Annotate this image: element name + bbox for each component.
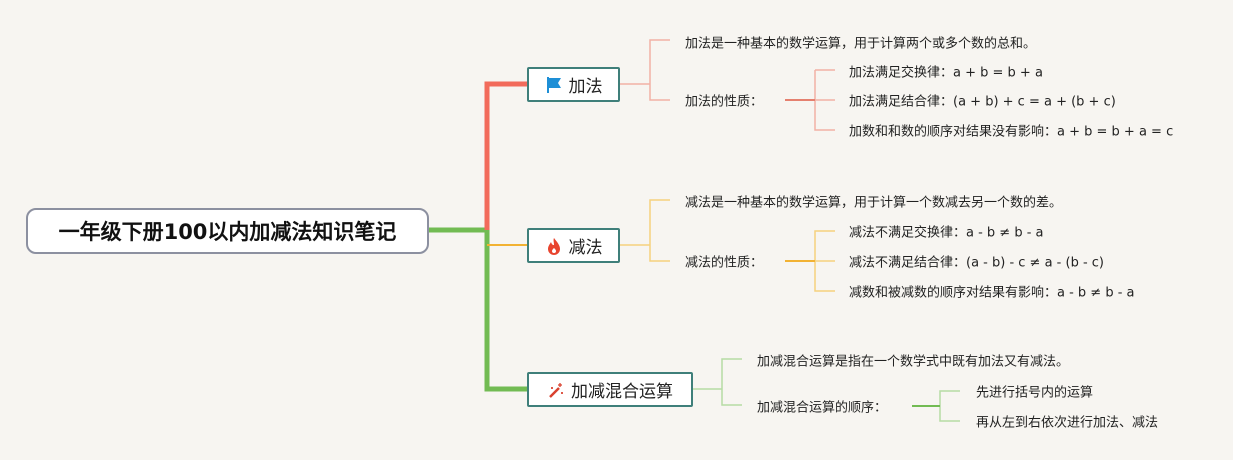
topic-mixed-operations[interactable]: 加减混合运算 [527,372,693,407]
property-item[interactable]: 减法不满足结合律：(a - b) - c ≠ a - (b - c) [849,255,1104,271]
property-item[interactable]: 加法满足交换律：a + b = b + a [849,65,1043,81]
property-item[interactable]: 减数和被减数的顺序对结果有影响：a - b ≠ b - a [849,285,1135,301]
property-item[interactable]: 减法不满足交换律：a - b ≠ b - a [849,225,1044,241]
flag-icon [546,76,561,93]
topic-label: 加减混合运算 [571,382,673,402]
topic-addition[interactable]: 加法 [527,67,620,102]
subtopic-mixed-order[interactable]: 加减混合运算的顺序： [757,400,888,416]
root-title: 一年级下册100以内加减法知识笔记 [58,220,397,244]
subtopic-addition-properties[interactable]: 加法的性质： [685,94,764,110]
topic-subtraction[interactable]: 减法 [527,228,620,263]
root-topic[interactable]: 一年级下册100以内加减法知识笔记 [26,208,429,254]
property-item[interactable]: 加法满足结合律：(a + b) + c = a + (b + c) [849,94,1116,110]
subtopic-addition-definition[interactable]: 加法是一种基本的数学运算，用于计算两个或多个数的总和。 [685,36,1037,52]
order-item[interactable]: 再从左到右依次进行加法、减法 [976,415,1159,431]
magic-wand-icon [549,382,563,398]
subtopic-mixed-definition[interactable]: 加减混合运算是指在一个数学式中既有加法又有减法。 [757,354,1070,370]
subtopic-subtraction-definition[interactable]: 减法是一种基本的数学运算，用于计算一个数减去另一个数的差。 [685,195,1063,211]
fire-icon [547,237,560,255]
topic-label: 减法 [568,238,603,258]
property-item[interactable]: 加数和和数的顺序对结果没有影响：a + b = b + a = c [849,124,1174,140]
order-item[interactable]: 先进行括号内的运算 [976,385,1094,401]
subtopic-subtraction-properties[interactable]: 减法的性质： [685,255,764,271]
topic-label: 加法 [568,77,603,97]
